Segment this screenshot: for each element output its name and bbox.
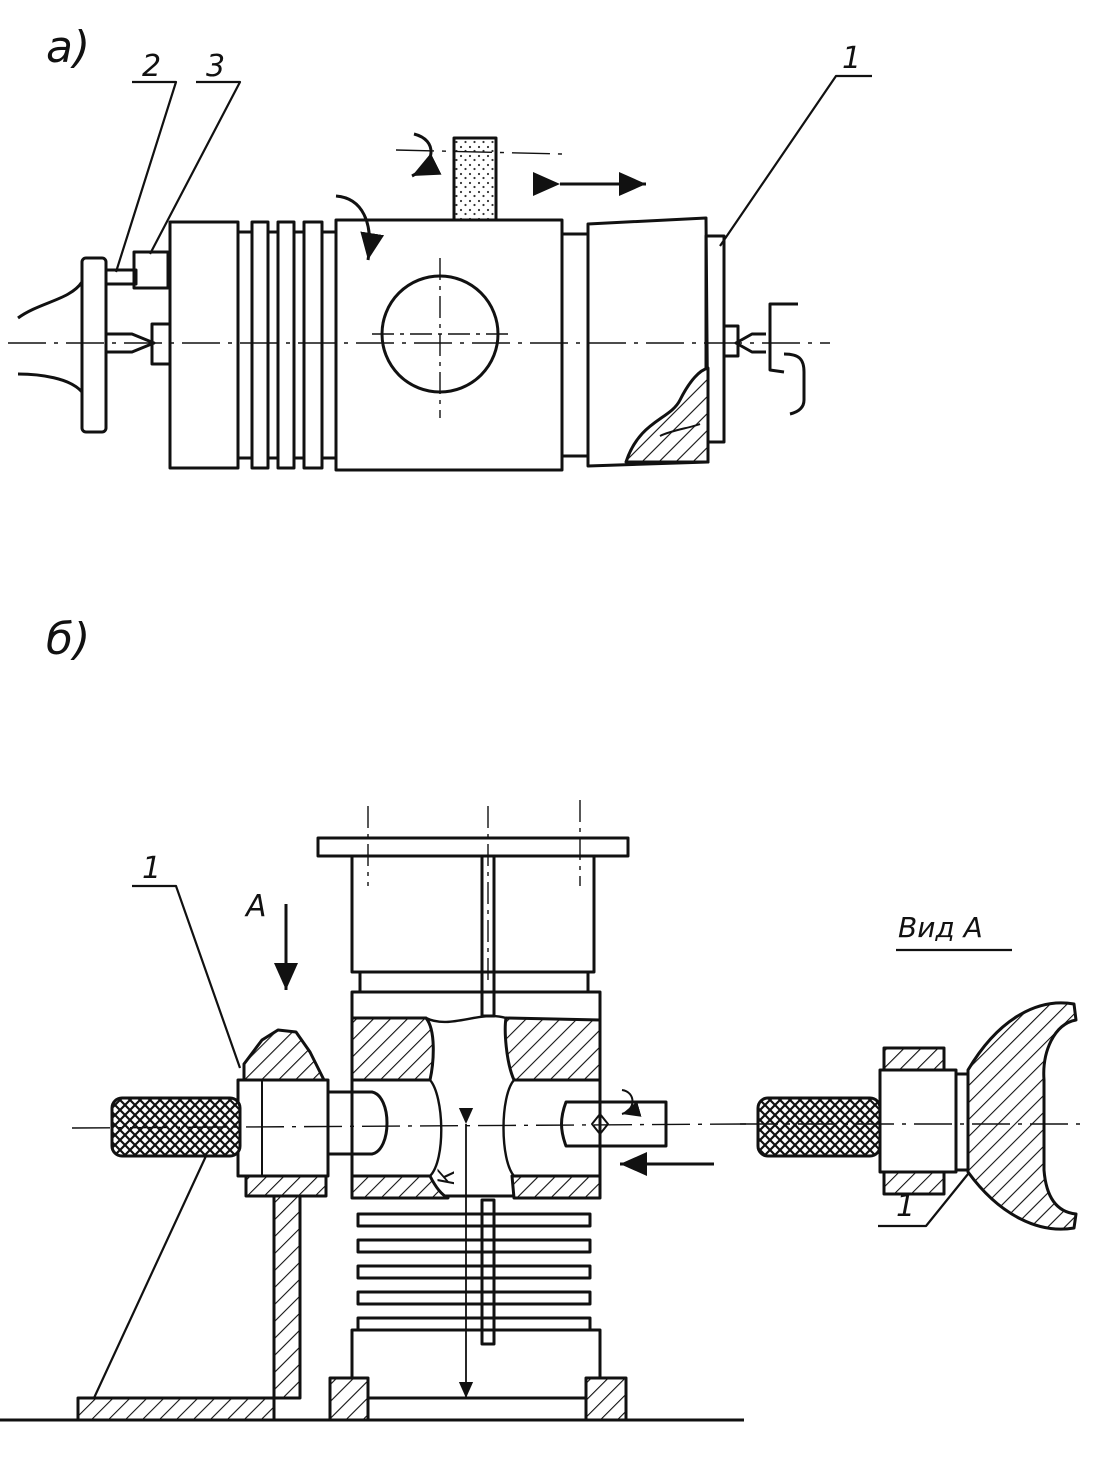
dimension-k-label: К — [434, 1169, 460, 1185]
base-foot-left — [328, 1376, 370, 1422]
figure-b-label: б) — [46, 614, 91, 665]
left-flange — [80, 256, 108, 434]
locating-stem — [328, 1090, 389, 1156]
centerline-b — [71, 1123, 747, 1129]
figure-a — [8, 74, 872, 472]
callout-2-a: 2 — [142, 49, 162, 84]
lower-block — [350, 1328, 602, 1402]
pin-2 — [104, 268, 138, 286]
angle-bracket — [76, 1188, 302, 1422]
fin-b-4 — [356, 1290, 592, 1306]
clamp-block — [236, 1078, 330, 1178]
fin-gap-1 — [236, 230, 254, 460]
top-plate — [316, 836, 630, 858]
part-left-block — [168, 220, 240, 470]
spindle-left-upper — [17, 281, 84, 320]
figure-a-label: а) — [46, 22, 91, 73]
callout-1-a: 1 — [842, 41, 862, 76]
view-a-housing — [966, 1001, 1078, 1231]
tailstock-curve — [783, 352, 806, 416]
fin-b-5 — [356, 1316, 592, 1332]
wheel-rotation-arrow — [411, 132, 442, 178]
fin-b-2 — [356, 1238, 592, 1254]
left-center — [106, 332, 156, 354]
central-housing — [334, 218, 564, 472]
spindle-left-lower — [17, 372, 84, 394]
clamp-upper — [242, 1028, 326, 1082]
base-foot-right — [584, 1376, 628, 1422]
right-center-sleeve — [722, 324, 740, 358]
fin-b-3 — [356, 1264, 592, 1280]
callout-1-b: 1 — [142, 851, 162, 886]
tailstock-bracket — [768, 302, 798, 374]
view-a-leader — [878, 1173, 969, 1228]
leader-base — [93, 1155, 207, 1399]
view-direction-label: А — [246, 889, 267, 924]
view-a-callout-1: 1 — [896, 1189, 916, 1224]
upper-block — [350, 854, 596, 974]
fin-3 — [302, 220, 324, 470]
view-a-block — [878, 1068, 958, 1174]
view-a-title: Вид А — [898, 911, 983, 944]
leader-1-b — [132, 884, 242, 1069]
fin-2 — [276, 220, 296, 470]
dog-3 — [132, 250, 170, 290]
fin-gap-4 — [320, 230, 338, 460]
right-center — [734, 332, 766, 354]
section-cut-a — [624, 366, 710, 464]
fin-1 — [250, 220, 270, 470]
key-mark — [591, 1113, 609, 1135]
leader-2 — [114, 80, 178, 273]
neck — [560, 232, 590, 458]
lower-rod — [480, 1198, 496, 1346]
leader-3 — [149, 80, 242, 255]
figure-b — [0, 800, 1086, 1422]
callout-3-a: 3 — [206, 49, 226, 84]
grinding-wheel — [452, 136, 498, 222]
view-a-screw — [756, 1096, 882, 1158]
part-rotation-arrow — [335, 194, 385, 261]
leader-1-a — [719, 74, 872, 247]
upper-neck — [358, 970, 590, 994]
fin-b-1 — [356, 1212, 592, 1228]
key-insert — [560, 1100, 668, 1148]
